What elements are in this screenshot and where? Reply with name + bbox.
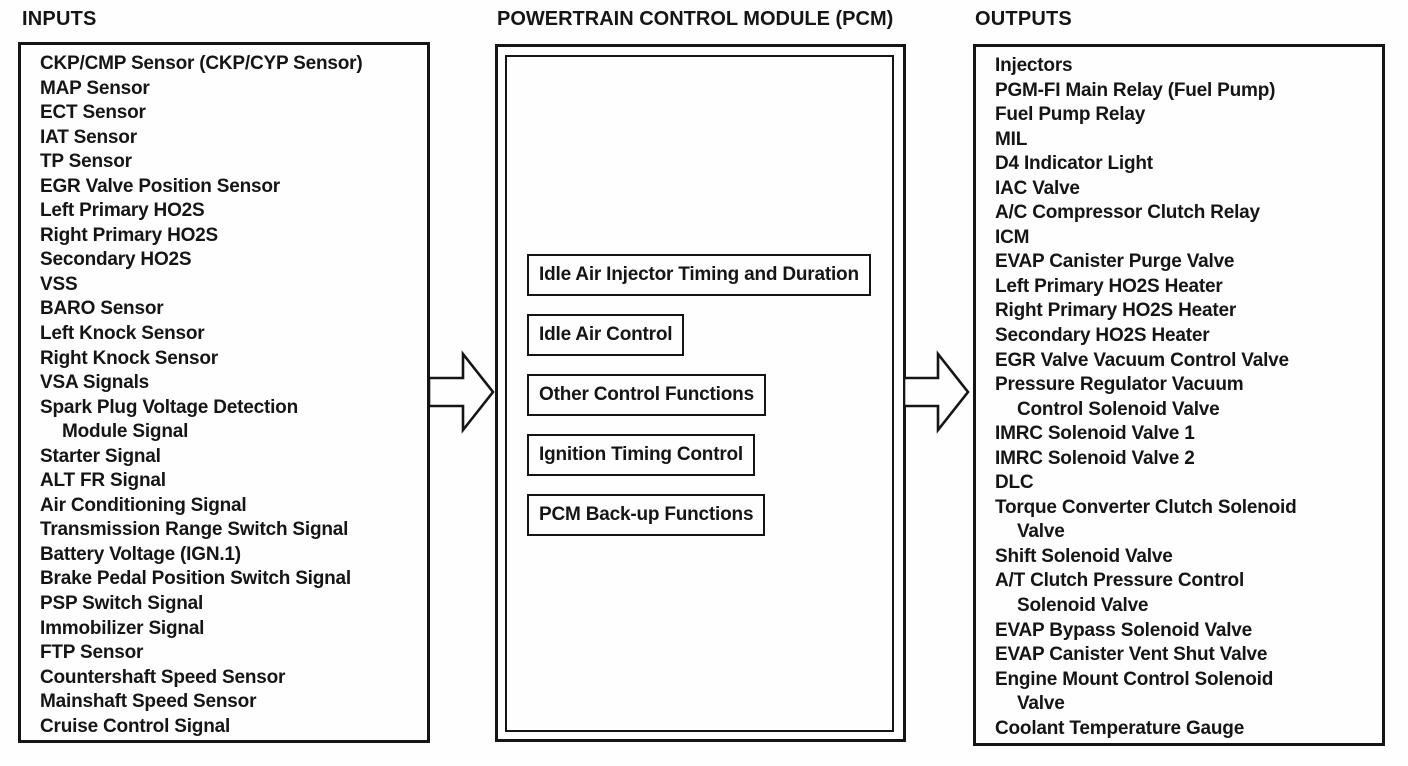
input-signal-item: VSA Signals: [40, 372, 150, 394]
output-device-item: Valve: [1017, 693, 1065, 715]
input-signal-item: MAP Sensor: [40, 77, 150, 99]
input-signal-item: ALT FR Signal: [40, 470, 166, 492]
pcm-function-box: Other Control Functions: [527, 374, 766, 416]
input-signal-item: Right Primary HO2S: [40, 224, 219, 246]
input-signal-item: IAT Sensor: [40, 126, 137, 148]
input-signal-item: Left Primary HO2S: [40, 200, 205, 222]
output-device-item: Control Solenoid Valve: [1017, 398, 1220, 420]
inputs-title: INPUTS: [22, 8, 97, 30]
input-signal-item: Brake Pedal Position Switch Signal: [40, 568, 352, 590]
input-signal-item: Transmission Range Switch Signal: [40, 519, 349, 541]
output-device-item: EVAP Bypass Solenoid Valve: [995, 619, 1253, 641]
pcm-function-box: PCM Back-up Functions: [527, 494, 766, 536]
output-device-item: Valve: [1017, 521, 1065, 543]
output-device-item: Fuel Pump Relay: [995, 104, 1146, 126]
output-device-item: Solenoid Valve: [1017, 595, 1149, 617]
output-device-item: Engine Mount Control Solenoid: [995, 668, 1274, 690]
input-signal-item: Spark Plug Voltage Detection: [40, 396, 298, 418]
input-signal-item: Right Knock Sensor: [40, 347, 218, 369]
output-device-item: MIL: [995, 128, 1028, 150]
output-device-item: Secondary HO2S Heater: [995, 325, 1210, 347]
output-device-item: Coolant Temperature Gauge: [995, 717, 1245, 739]
output-device-item: Pressure Regulator Vacuum: [995, 374, 1244, 396]
inputs-list: CKP/CMP Sensor (CKP/CYP Sensor) MAP Senso…: [21, 45, 427, 739]
input-signal-item: EGR Valve Position Sensor: [40, 175, 280, 197]
output-device-item: DLC: [995, 472, 1034, 494]
output-device-item: PGM-FI Main Relay (Fuel Pump): [995, 79, 1276, 101]
input-signal-item: Secondary HO2S: [40, 249, 192, 271]
output-device-item: IAC Valve: [995, 177, 1080, 199]
input-signal-item: Cruise Control Signal: [40, 715, 231, 737]
input-signal-item: ECT Sensor: [40, 102, 146, 124]
output-device-item: Torque Converter Clutch Solenoid: [995, 496, 1297, 518]
output-device-item: Left Primary HO2S Heater: [995, 275, 1223, 297]
output-device-item: EVAP Canister Vent Shut Valve: [995, 644, 1268, 666]
input-signal-item: Left Knock Sensor: [40, 323, 205, 345]
input-signal-item: CKP/CMP Sensor (CKP/CYP Sensor): [40, 53, 363, 74]
output-device-item: A/C Compressor Clutch Relay: [995, 202, 1260, 224]
pcm-function-box: Idle Air Injector Timing and Duration: [527, 254, 871, 296]
pcm-to-outputs-arrow-icon: [903, 350, 970, 434]
output-device-item: Right Primary HO2S Heater: [995, 300, 1237, 322]
outputs-title: OUTPUTS: [975, 8, 1072, 30]
input-signal-item: VSS: [40, 273, 78, 295]
input-signal-item: Immobilizer Signal: [40, 617, 205, 639]
input-signal-item: TP Sensor: [40, 151, 132, 173]
input-signal-item: Module Signal: [62, 421, 189, 443]
inputs-box: CKP/CMP Sensor (CKP/CYP Sensor) MAP Senso…: [18, 42, 430, 743]
output-device-item: ICM: [995, 226, 1030, 248]
output-device-item: Injectors: [995, 55, 1073, 76]
output-device-item: A/T Clutch Pressure Control: [995, 570, 1245, 592]
output-device-item: IMRC Solenoid Valve 1: [995, 423, 1195, 445]
output-device-item: D4 Indicator Light: [995, 153, 1153, 175]
output-device-item: EGR Valve Vacuum Control Valve: [995, 349, 1289, 371]
inputs-to-pcm-arrow-icon: [428, 350, 495, 434]
input-signal-item: Mainshaft Speed Sensor: [40, 691, 257, 713]
pcm-function-box: Ignition Timing Control: [527, 434, 756, 476]
input-signal-item: Battery Voltage (IGN.1): [40, 543, 241, 565]
input-signal-item: PSP Switch Signal: [40, 593, 204, 615]
input-signal-item: Air Conditioning Signal: [40, 494, 247, 516]
pcm-title: POWERTRAIN CONTROL MODULE (PCM): [497, 8, 894, 30]
output-device-item: EVAP Canister Purge Valve: [995, 251, 1235, 273]
input-signal-item: Countershaft Speed Sensor: [40, 666, 286, 688]
input-signal-item: FTP Sensor: [40, 642, 144, 664]
output-device-item: Shift Solenoid Valve: [995, 545, 1173, 567]
input-signal-item: BARO Sensor: [40, 298, 164, 320]
input-signal-item: Starter Signal: [40, 445, 161, 467]
output-device-item: IMRC Solenoid Valve 2: [995, 447, 1195, 469]
pcm-function-box: Idle Air Control: [527, 314, 685, 356]
